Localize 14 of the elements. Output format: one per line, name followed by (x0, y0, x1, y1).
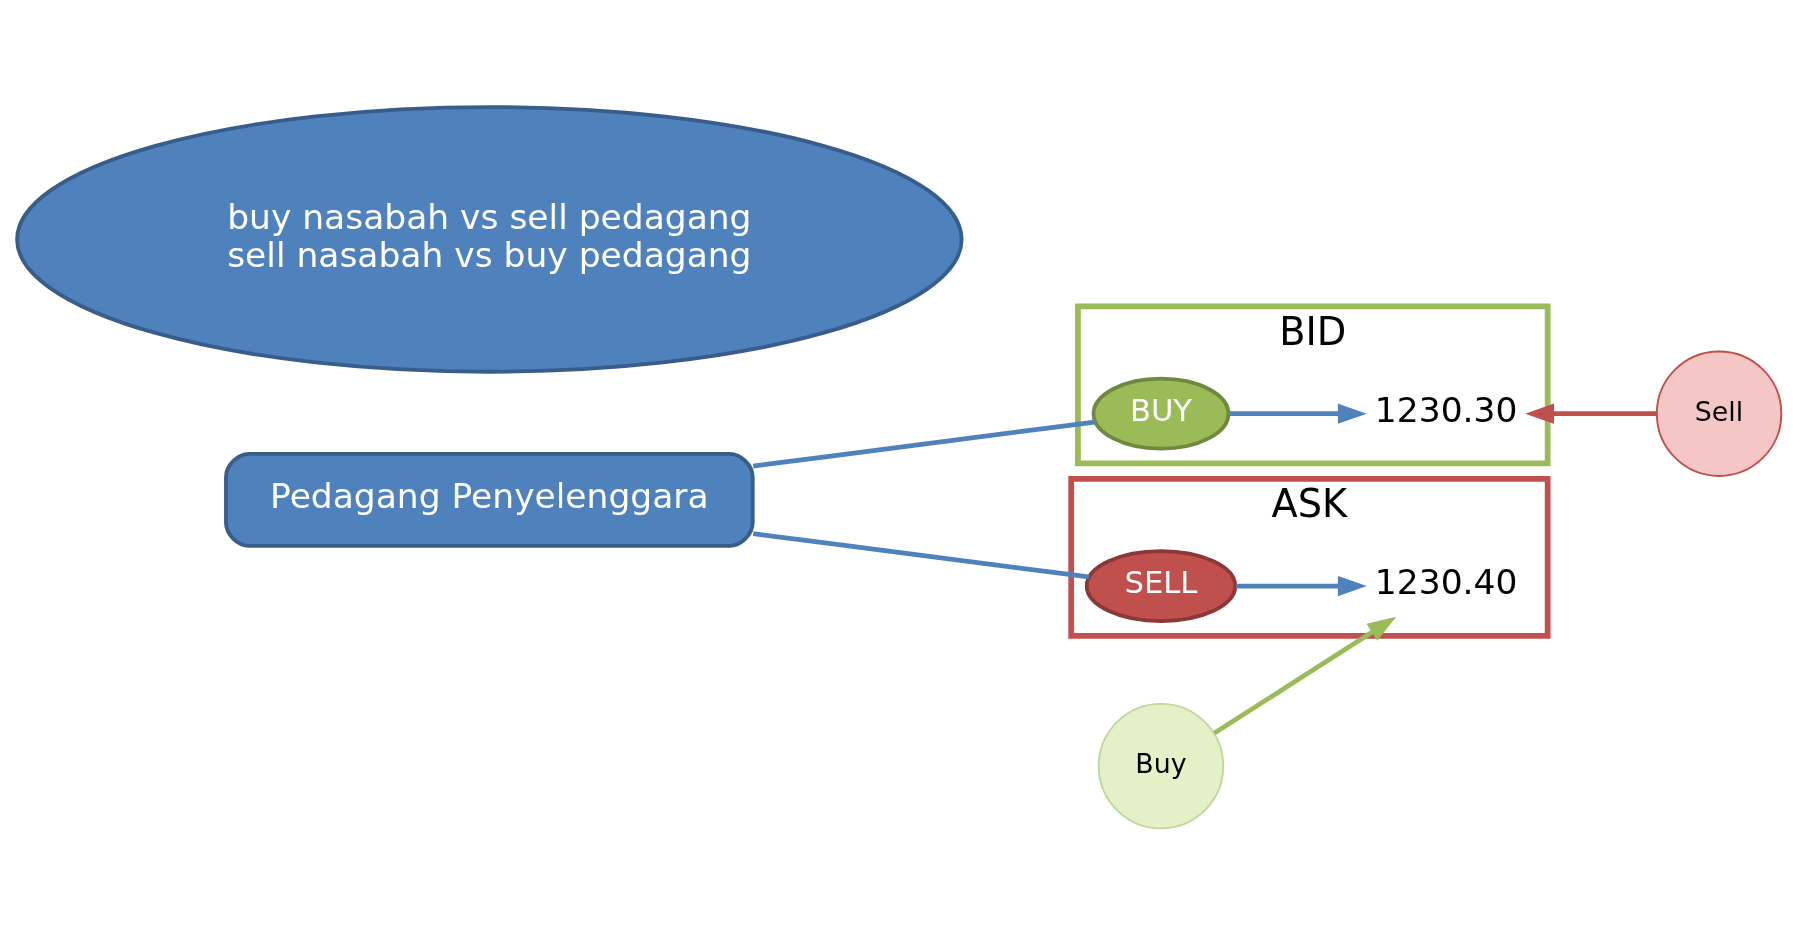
node-circle: Sell (1655, 349, 1783, 477)
connector (752, 530, 1090, 579)
arrow (1525, 403, 1657, 424)
connector (752, 419, 1095, 468)
node-ellipse: buy nasabah vs sell pedagang sell nasabah vs buy pedagang (15, 104, 964, 374)
node-box: Pedagang Penyelenggara (224, 451, 755, 548)
arrow (1228, 403, 1367, 424)
arrow (1213, 616, 1397, 735)
node-circle: Buy (1097, 702, 1225, 829)
node-text: 1230.40 (1374, 561, 1518, 602)
arrow (1236, 575, 1367, 596)
node-ellipse: BUY (1091, 376, 1231, 451)
node-text: 1230.30 (1374, 389, 1518, 430)
node-ellipse: SELL (1084, 548, 1238, 623)
